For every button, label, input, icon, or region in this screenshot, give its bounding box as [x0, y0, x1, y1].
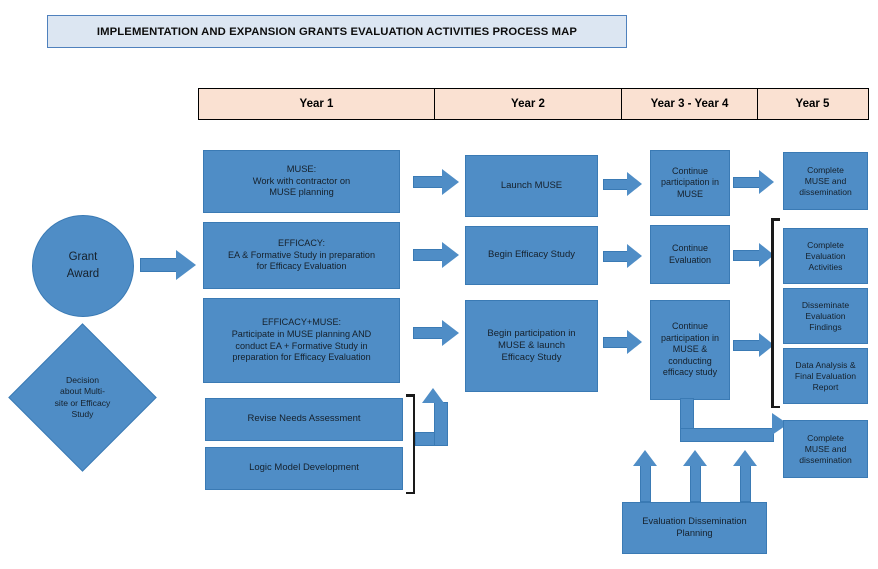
grant-award-node: Grant Award — [32, 215, 134, 317]
box-begin-participation-muse-line-1: Begin participation in — [487, 327, 576, 339]
box-efficacy-plus-muse: EFFICACY+MUSE: Participate in MUSE plann… — [203, 298, 400, 383]
year-header-year-2-label: Year 2 — [511, 98, 545, 110]
year-header-year-3-4-label: Year 3 - Year 4 — [650, 98, 729, 110]
box-complete-muse-dissemination-top-line-1: Complete — [807, 164, 844, 175]
arrow-continue-muse-to-complete-muse — [733, 170, 781, 196]
year-header-year-3-4: Year 3 - Year 4 — [621, 88, 758, 120]
box-efficacy-plus-muse-line-2: Participate in MUSE planning AND — [231, 328, 372, 339]
box-begin-participation-muse-line-2: MUSE & launch — [497, 339, 566, 351]
box-efficacy-plus-muse-line-4: preparation for Efficacy Evaluation — [232, 352, 371, 363]
arrow-continue-both-to-year5-group — [733, 333, 781, 359]
box-complete-evaluation-activities-line-1: Complete — [807, 239, 844, 250]
box-complete-muse-dissemination-top: Complete MUSE and dissemination — [783, 152, 868, 210]
box-continue-participation-and-efficacy: Continue participation in MUSE & conduct… — [650, 300, 730, 400]
box-muse-planning-line-1: MUSE: — [286, 163, 317, 174]
year-header-row: Year 1 Year 2 Year 3 - Year 4 Year 5 — [198, 88, 869, 120]
box-complete-muse-dissemination-bottom-line-3: dissemination — [799, 454, 852, 465]
year-header-year-5-label: Year 5 — [795, 98, 830, 110]
box-complete-evaluation-activities: Complete Evaluation Activities — [783, 228, 868, 284]
box-complete-muse-dissemination-top-line-2: MUSE and — [804, 175, 847, 186]
box-begin-participation-muse: Begin participation in MUSE & launch Eff… — [465, 300, 598, 392]
arrow-dissemination-up-1 — [633, 450, 657, 502]
box-launch-muse-label: Launch MUSE — [500, 179, 563, 191]
box-muse-planning: MUSE: Work with contractor on MUSE plann… — [203, 150, 400, 213]
decision-line-2: about Multi- — [60, 386, 105, 397]
box-efficacy-plus-muse-line-1: EFFICACY+MUSE: — [261, 317, 342, 328]
arrow-dissemination-up-3 — [733, 450, 757, 502]
box-efficacy-plus-muse-line-3: conduct EA + Formative Study in — [235, 340, 368, 351]
year-header-year-1: Year 1 — [198, 88, 435, 120]
box-continue-participation-and-efficacy-line-2: participation in — [660, 332, 720, 343]
elbow-arrow-continue-both-to-complete-muse-bottom — [680, 398, 790, 458]
box-efficacy-line-1: EFFICACY: — [278, 238, 325, 249]
box-revise-needs-assessment-label: Revise Needs Assessment — [247, 413, 361, 425]
box-begin-efficacy-study-label: Begin Efficacy Study — [488, 249, 575, 261]
box-complete-muse-dissemination-bottom-line-1: Complete — [807, 432, 844, 443]
year-header-year-1-label: Year 1 — [299, 98, 334, 110]
box-evaluation-dissemination-planning-line-2: Planning — [676, 528, 713, 538]
page-title: IMPLEMENTATION AND EXPANSION GRANTS EVAL… — [47, 15, 627, 48]
bracket-year5-evaluation-group — [771, 218, 782, 408]
box-efficacy: EFFICACY: EA & Formative Study in prepar… — [203, 222, 400, 289]
box-continue-participation-muse-line-2: participation in — [660, 177, 720, 188]
elbow-arrow-supporting-to-efficacy-muse — [415, 386, 450, 456]
arrow-begin-efficacy-to-continue-evaluation — [603, 244, 648, 270]
box-begin-participation-muse-line-3: Efficacy Study — [501, 352, 562, 364]
box-continue-participation-muse-line-1: Continue — [671, 165, 709, 176]
box-disseminate-evaluation-findings: Disseminate Evaluation Findings — [783, 288, 868, 344]
arrow-efficacy-muse-to-begin-participation — [413, 319, 461, 347]
box-continue-participation-muse: Continue participation in MUSE — [650, 150, 730, 216]
decision-node: Decision about Multi- site or Efficacy S… — [8, 323, 157, 472]
box-continue-participation-and-efficacy-line-3: MUSE & — [672, 344, 708, 355]
box-disseminate-evaluation-findings-line-3: Findings — [809, 321, 842, 332]
box-efficacy-line-3: for Efficacy Evaluation — [256, 261, 347, 272]
box-muse-planning-line-2: Work with contractor on — [252, 175, 351, 186]
box-revise-needs-assessment: Revise Needs Assessment — [205, 398, 403, 441]
box-complete-evaluation-activities-line-2: Evaluation — [805, 250, 846, 261]
box-disseminate-evaluation-findings-line-1: Disseminate — [801, 299, 850, 310]
box-logic-model-development: Logic Model Development — [205, 447, 403, 490]
grant-award-line-2: Award — [66, 268, 100, 280]
box-complete-muse-dissemination-bottom: Complete MUSE and dissemination — [783, 420, 868, 478]
box-continue-participation-and-efficacy-line-5: efficacy study — [662, 367, 718, 378]
arrow-continue-evaluation-to-complete-activities — [733, 243, 781, 269]
arrow-grant-award-to-year1 — [140, 250, 196, 280]
box-complete-muse-dissemination-top-line-3: dissemination — [799, 186, 852, 197]
decision-line-4: Study — [71, 408, 94, 419]
box-evaluation-dissemination-planning: Evaluation Dissemination Planning — [622, 502, 767, 554]
box-continue-participation-and-efficacy-line-1: Continue — [671, 321, 709, 332]
year-header-year-2: Year 2 — [433, 88, 623, 120]
box-launch-muse: Launch MUSE — [465, 155, 598, 217]
box-disseminate-evaluation-findings-line-2: Evaluation — [805, 310, 846, 321]
box-data-analysis-final-report-line-3: Report — [812, 381, 839, 392]
box-complete-evaluation-activities-line-3: Activities — [808, 261, 843, 272]
box-continue-evaluation-line-2: Evaluation — [668, 254, 712, 265]
box-data-analysis-final-report: Data Analysis & Final Evaluation Report — [783, 348, 868, 404]
box-complete-muse-dissemination-bottom-line-2: MUSE and — [804, 443, 847, 454]
box-data-analysis-final-report-line-1: Data Analysis & — [795, 359, 856, 370]
bracket-year1-supporting-activities — [404, 394, 415, 494]
arrow-begin-participation-to-continue-both — [603, 330, 648, 356]
box-continue-participation-muse-line-3: MUSE — [676, 188, 703, 199]
box-continue-evaluation: Continue Evaluation — [650, 225, 730, 284]
arrow-dissemination-up-2 — [683, 450, 707, 502]
box-continue-participation-and-efficacy-line-4: conducting — [668, 355, 712, 366]
year-header-year-5: Year 5 — [756, 88, 869, 120]
box-muse-planning-line-3: MUSE planning — [269, 187, 334, 198]
arrow-launch-muse-to-continue-muse — [603, 172, 648, 198]
arrow-efficacy-to-begin-efficacy — [413, 241, 461, 269]
box-evaluation-dissemination-planning-line-1: Evaluation Dissemination — [642, 516, 747, 527]
grant-award-line-1: Grant — [68, 251, 98, 264]
box-data-analysis-final-report-line-2: Final Evaluation — [794, 370, 857, 381]
box-continue-evaluation-line-1: Continue — [671, 242, 709, 253]
arrow-muse-to-launch-muse — [413, 168, 461, 196]
box-efficacy-line-2: EA & Formative Study in preparation — [227, 249, 376, 260]
decision-line-1: Decision — [66, 375, 99, 386]
box-begin-efficacy-study: Begin Efficacy Study — [465, 226, 598, 285]
decision-line-3: site or Efficacy — [54, 397, 111, 408]
box-logic-model-development-label: Logic Model Development — [249, 462, 359, 474]
